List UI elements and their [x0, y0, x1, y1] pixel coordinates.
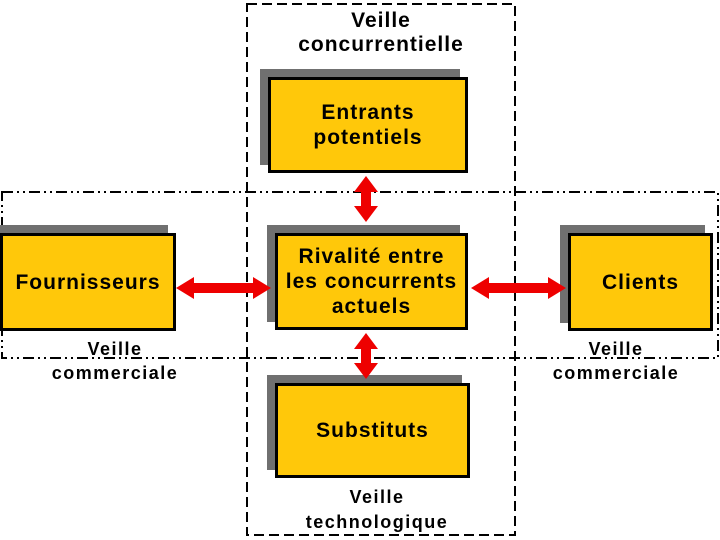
fournisseurs-box: Fournisseurs [0, 233, 176, 331]
vertical-column-frame [246, 3, 516, 536]
substituts-box: Substituts [275, 383, 470, 478]
label-veille-concurrentielle: Veille concurrentielle [298, 9, 464, 56]
label-veille-commerciale-left: Veille commerciale [51, 339, 179, 383]
fournisseurs-label: Fournisseurs [15, 270, 161, 294]
clients-label: Clients [601, 270, 679, 294]
entrants-potentiels-label: Entrants potentiels [313, 101, 423, 149]
entrants-potentiels-box: Entrants potentiels [268, 77, 468, 173]
rivalite-concurrents-box: Rivalité entre les concurrents actuels [275, 233, 468, 330]
substituts-label: Substituts [316, 419, 429, 442]
label-veille-technologique: Veille technologique [305, 487, 449, 532]
label-veille-commerciale-right: Veille commerciale [552, 339, 680, 383]
clients-box: Clients [568, 233, 713, 331]
rivalite-concurrents-label: Rivalité entre les concurrents actuels [285, 245, 458, 318]
